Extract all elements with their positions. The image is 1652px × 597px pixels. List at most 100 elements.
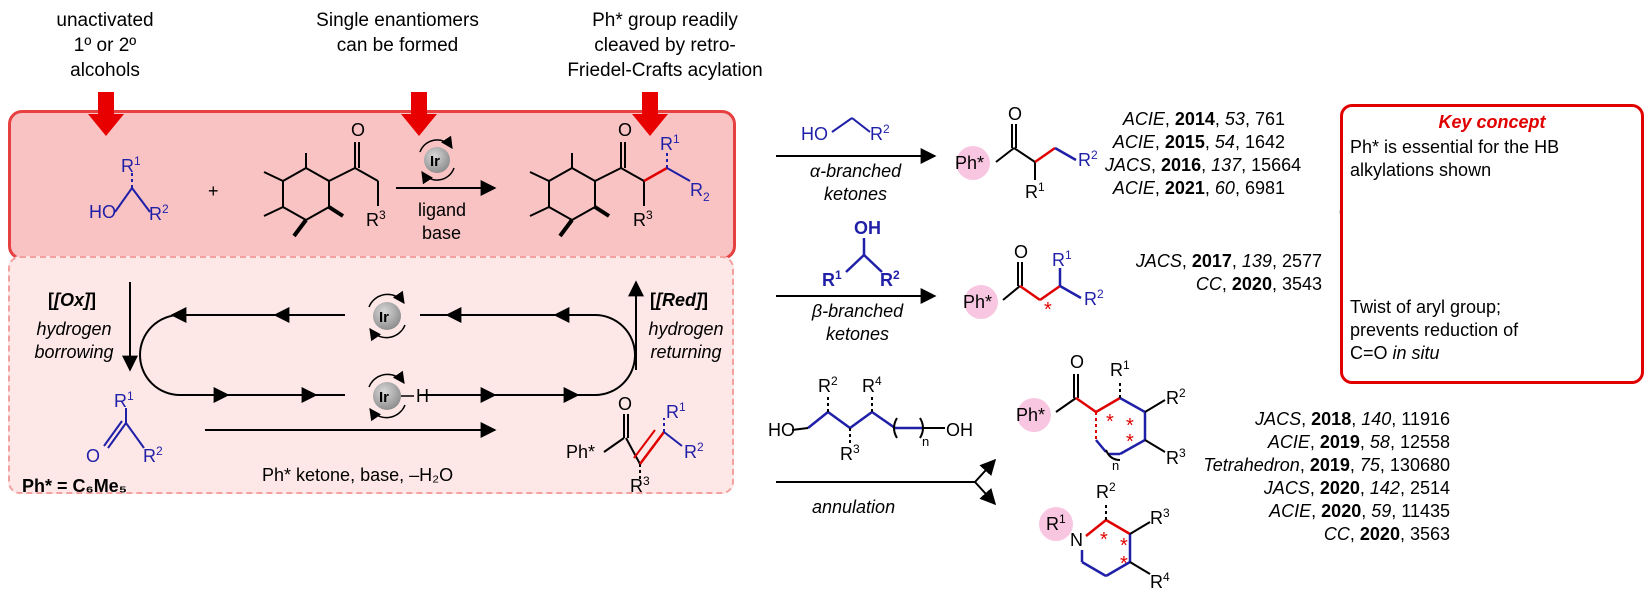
ring-product-ph: Ph* — [1016, 405, 1045, 425]
svg-text:*: * — [1126, 415, 1134, 437]
reference-volume: 53 — [1224, 109, 1245, 129]
ox-label: [[Ox]] — [48, 290, 96, 310]
reference-line: JACS, 2016, 137, 15664 — [1105, 155, 1302, 175]
alkylated-product — [529, 142, 645, 238]
ph-star-highlight-2 — [964, 285, 998, 319]
diol-r3: R3 — [840, 442, 860, 464]
key-concept-text1: Ph* is essential for the HB alkylations … — [1350, 137, 1560, 180]
svg-text:Ir: Ir — [379, 389, 389, 406]
primary-alcohol-ho: HO — [801, 124, 828, 144]
reference-year: 2018 — [1311, 409, 1352, 429]
alkylation-box — [8, 110, 736, 260]
intermediate-r2: R2 — [143, 444, 163, 466]
key-concept-text2: Twist of aryl group; prevents reduction … — [1350, 297, 1519, 363]
cycle-left-loop — [139, 314, 345, 396]
reference-journal: JACS — [1105, 155, 1152, 175]
reference-volume: 60 — [1214, 178, 1235, 198]
reference-year: 2020 — [1359, 524, 1400, 544]
alpha-product — [995, 124, 1036, 180]
key-concept-box — [1340, 104, 1644, 384]
annulation-arrow-up — [974, 458, 997, 483]
red-down-arrows — [88, 92, 668, 136]
reference-year: 2019 — [1319, 432, 1360, 452]
reference-line: ACIE, 2019, 58, 12558 — [1267, 432, 1450, 452]
ring-product-carbonyl — [1055, 374, 1079, 413]
reference-line: ACIE, 2014, 53, 761 — [1122, 109, 1285, 129]
reference-journal: JACS — [1263, 478, 1310, 498]
reference-year: 2017 — [1191, 251, 1232, 271]
secondary-alcohol-r1: R1 — [822, 268, 842, 290]
pentamethylphenyl-ketone — [263, 142, 379, 238]
reference-volume: 75 — [1359, 455, 1380, 475]
enone-r2: R2 — [684, 440, 704, 462]
intermediate-r1: R1 — [114, 389, 134, 411]
reference-journal: ACIE — [1112, 132, 1155, 152]
reference-year: 2016 — [1161, 155, 1202, 175]
ring-product-r1: R1 — [1110, 358, 1130, 380]
enone-structure — [603, 414, 641, 480]
ketone-r3: R3 — [366, 208, 386, 230]
reference-volume: 58 — [1369, 432, 1390, 452]
reference-journal: ACIE — [1122, 109, 1165, 129]
ring-stereocentres: *** — [1106, 411, 1134, 453]
ir-h-catalyst: Ir H — [368, 370, 429, 422]
reference-line: JACS, 2017, 139, 2577 — [1135, 251, 1322, 271]
reference-line: ACIE, 2021, 60, 6981 — [1112, 178, 1285, 198]
reference-volume: 139 — [1241, 251, 1272, 271]
reference-year: 2020 — [1319, 478, 1360, 498]
ring-product-r3: R3 — [1166, 446, 1186, 468]
route-alpha-label: α-branched ketones — [809, 161, 902, 204]
svg-text:*: * — [1120, 535, 1128, 557]
reference-year: 2015 — [1164, 132, 1205, 152]
alpha-product-r1: R1 — [1025, 180, 1045, 202]
conditions-base: base — [422, 223, 461, 243]
red-arrow-1 — [88, 92, 124, 136]
diol-structure — [807, 410, 922, 430]
reference-journal: JACS — [1135, 251, 1182, 271]
red-label: [[Red]] — [650, 290, 708, 310]
beta-product — [1002, 262, 1023, 301]
red-arrow-3 — [632, 92, 668, 136]
plus-sign: + — [208, 181, 219, 201]
reference-line: CC, 2020, 3543 — [1195, 274, 1322, 294]
reference-volume: 140 — [1361, 409, 1392, 429]
piperidine-n: N — [1070, 530, 1083, 550]
reference-journal: ACIE — [1112, 178, 1155, 198]
secondary-alcohol-oh: OH — [854, 218, 881, 238]
piperidine-r1: R1 — [1046, 512, 1066, 534]
conditions-ligand: ligand — [418, 200, 466, 220]
piperidine-blue — [1080, 534, 1132, 578]
ketone-intermediate — [103, 408, 145, 449]
intermediate-o: O — [86, 446, 100, 466]
piperidine-r4: R4 — [1150, 570, 1170, 592]
diol-n: n — [922, 434, 929, 449]
beta-product-ph: Ph* — [963, 292, 992, 312]
primary-alcohol — [831, 117, 871, 133]
reference-journal: CC — [1195, 274, 1222, 294]
beta-product-o: O — [1014, 242, 1028, 262]
reference-line: JACS, 2020, 142, 2514 — [1263, 478, 1450, 498]
svg-text:Ir: Ir — [379, 309, 389, 326]
ring-product-n: n — [1112, 458, 1119, 473]
diol-r4: R4 — [862, 374, 882, 396]
secondary-alcohol-r2: R2 — [880, 268, 900, 290]
route-beta-label: β-branched ketones — [811, 301, 904, 344]
reference-journal: ACIE — [1269, 501, 1312, 521]
product-o: O — [618, 120, 632, 140]
route-annulation-label: annulation — [812, 497, 896, 517]
ph-star-definition: Ph* = C₆Me₅ — [22, 476, 127, 496]
reference-line: ACIE, 2020, 59, 11435 — [1269, 501, 1450, 521]
reference-line: JACS, 2018, 140, 11916 — [1255, 409, 1450, 429]
reference-volume: 54 — [1214, 132, 1235, 152]
ring-product-blue — [1095, 396, 1147, 456]
reference-year: 2021 — [1164, 178, 1205, 198]
reference-volume: 142 — [1369, 478, 1400, 498]
reference-journal: Tetrahedron — [1203, 455, 1300, 475]
piperidine-stereocentres: *** — [1100, 529, 1128, 575]
